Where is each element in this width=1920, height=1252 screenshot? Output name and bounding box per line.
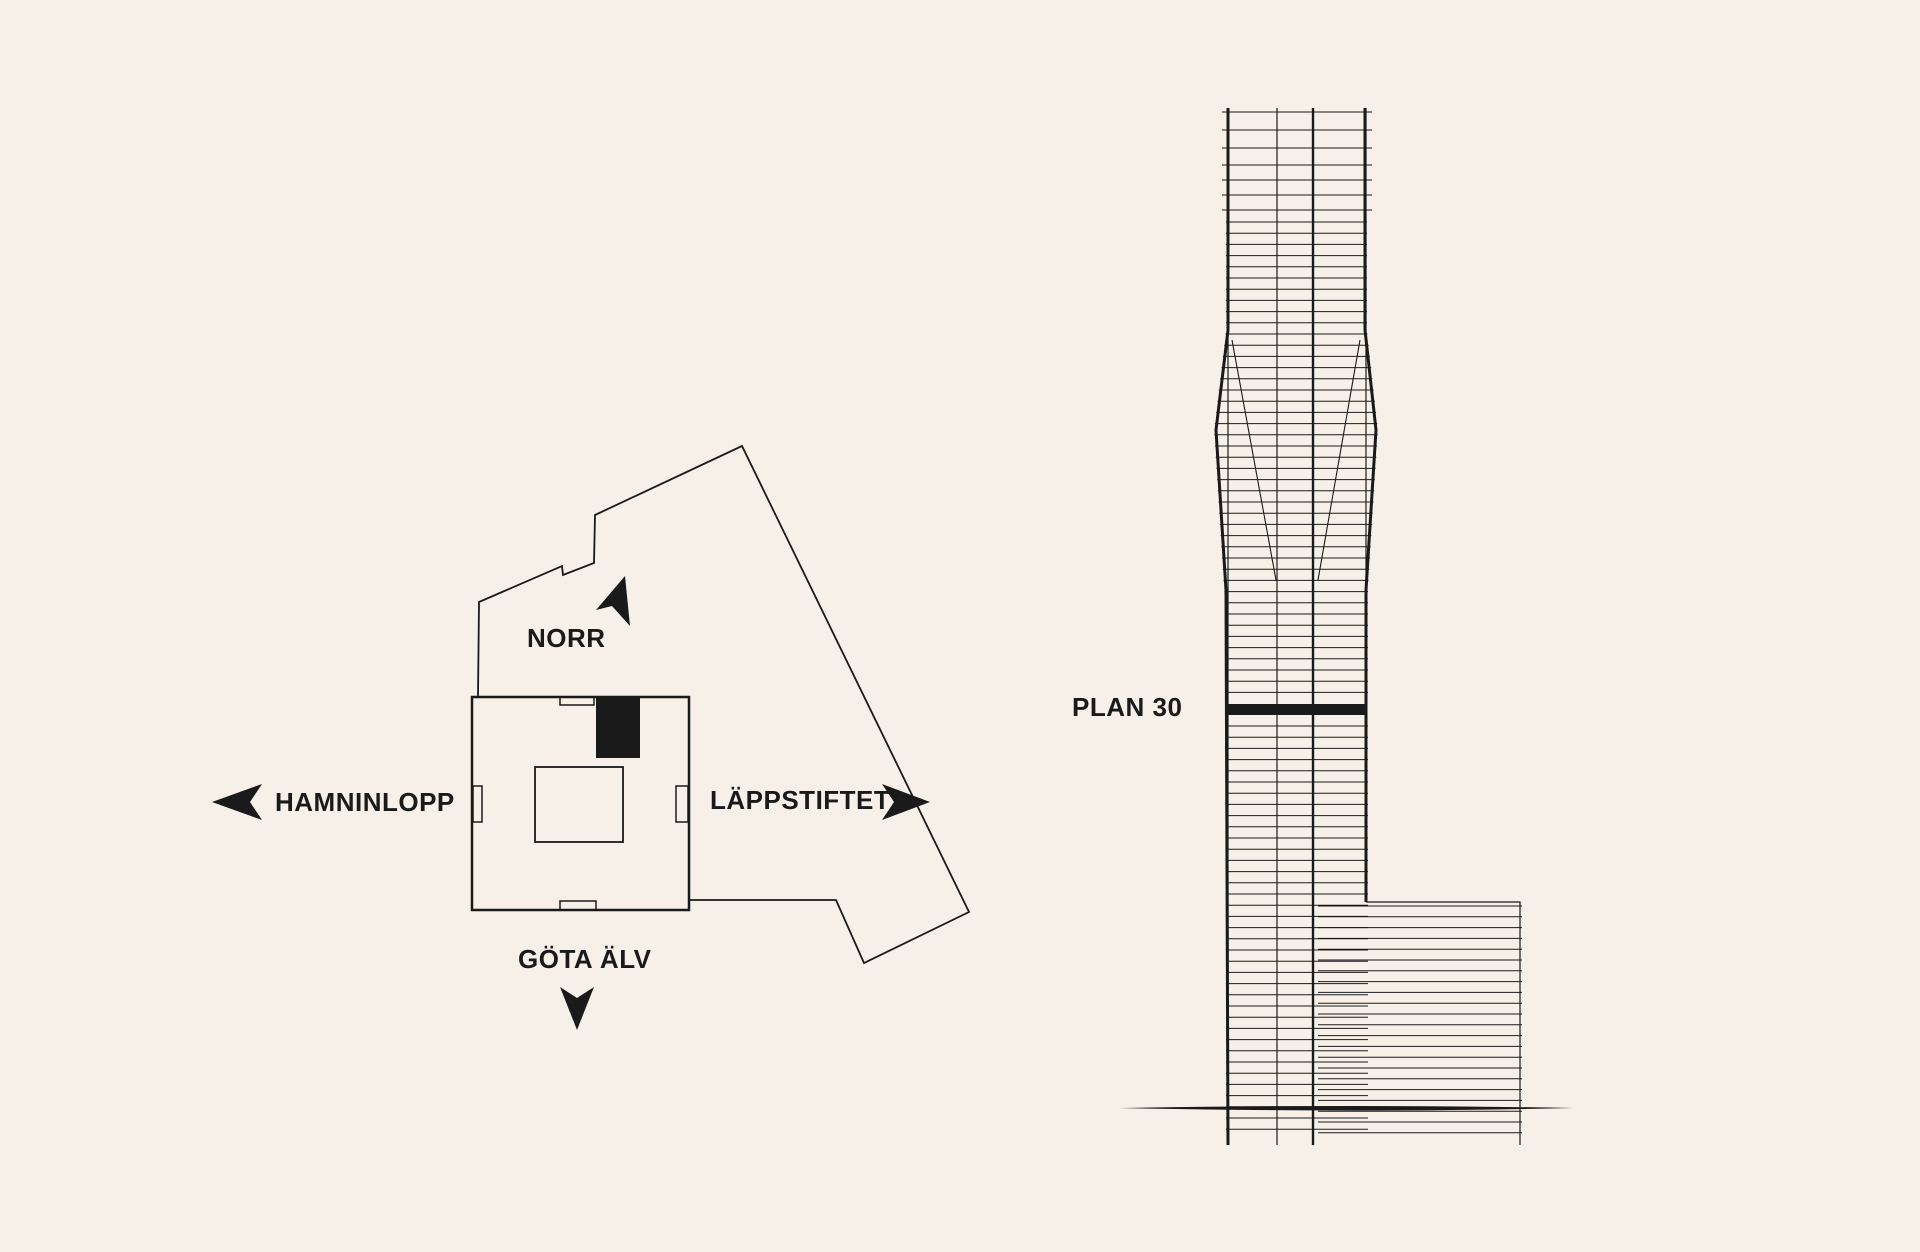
brace-left	[1231, 339, 1277, 581]
brace-right	[1317, 339, 1361, 581]
label-west: HAMNINLOPP	[275, 787, 455, 817]
entrance-south	[559, 900, 597, 911]
site-boundary	[477, 444, 971, 965]
label-floor: PLAN 30	[1072, 692, 1183, 722]
arrow-left-icon	[212, 784, 262, 820]
entrance-west	[472, 785, 483, 823]
site-plan	[470, 444, 971, 965]
arrow-right-icon	[882, 784, 930, 820]
tower-left-outline	[1214, 108, 1230, 1146]
arrow-down-icon	[560, 987, 594, 1030]
entrance-north	[559, 696, 595, 706]
label-north: NORR	[527, 623, 606, 653]
tower-section	[1214, 108, 1521, 1146]
highlighted-floor-plan-30	[1226, 704, 1366, 715]
building-footprint	[470, 695, 691, 912]
elevator-block	[596, 696, 640, 758]
wing-outline	[1366, 901, 1521, 1145]
label-east: LÄPPSTIFTET	[710, 785, 891, 815]
ground-line	[1118, 1106, 1574, 1111]
floor-lines	[1214, 111, 1378, 1130]
wing-floor-lines	[1318, 905, 1522, 1134]
entrance-east	[675, 785, 689, 823]
arrow-up-icon	[596, 576, 630, 626]
building-core	[534, 766, 624, 843]
tower-right-outline	[1363, 108, 1378, 902]
label-south: GÖTA ÄLV	[518, 944, 652, 974]
